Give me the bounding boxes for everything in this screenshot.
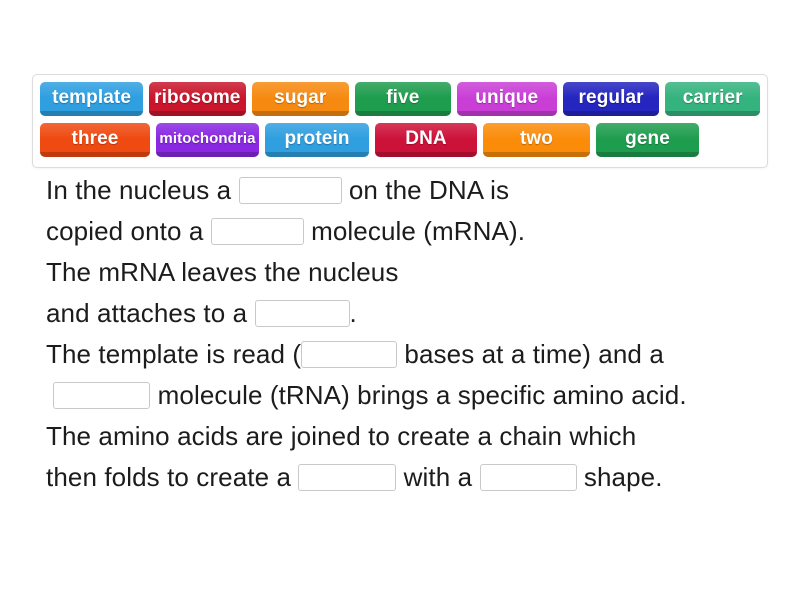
word-tile-unique[interactable]: unique — [456, 82, 557, 116]
word-tile-protein[interactable]: protein — [265, 123, 369, 157]
sentence-text: and attaches to a — [46, 298, 255, 328]
sentence-text: with a — [396, 462, 480, 492]
word-tile-label: mitochondria — [159, 130, 256, 147]
sentence-text: The amino acids are joined to create a c… — [46, 421, 637, 451]
word-bank-row: three mitochondria protein DNA two gene — [37, 120, 763, 161]
sentence-text: molecule (tRNA) brings a specific amino … — [150, 380, 687, 410]
word-tile-label: three — [71, 127, 119, 149]
word-tile-label: ribosome — [154, 86, 241, 108]
sentence-text — [46, 375, 53, 416]
word-tile-label: DNA — [405, 127, 447, 149]
drop-zone-5[interactable] — [53, 382, 151, 409]
word-tile-label: gene — [625, 127, 670, 149]
word-tile-label: protein — [284, 127, 350, 149]
sentence-text: on the DNA is — [341, 175, 510, 205]
word-bank: template ribosome sugar five unique regular ca… — [32, 74, 768, 168]
drop-zone-3[interactable] — [254, 300, 350, 327]
word-bank-row: template ribosome sugar five unique regular ca… — [37, 79, 763, 120]
word-tile-dna[interactable]: DNA — [375, 123, 477, 157]
word-tile-label: sugar — [274, 86, 327, 108]
sentence-text: . — [349, 298, 357, 328]
word-tile-label: five — [386, 86, 420, 108]
drop-zone-7[interactable] — [479, 464, 577, 491]
word-tile-sugar[interactable]: sugar — [251, 82, 350, 116]
sentence-line: In the nucleus a on the DNA is — [46, 170, 786, 211]
drop-zone-4[interactable] — [301, 341, 398, 368]
word-tile-label: regular — [578, 86, 644, 108]
sentence-text: shape. — [576, 462, 663, 492]
word-tile-ribosome[interactable]: ribosome — [149, 82, 246, 116]
word-tile-gene[interactable]: gene — [596, 123, 699, 157]
word-tile-five[interactable]: five — [355, 82, 451, 116]
sentence-line: then folds to create a with a shape. — [46, 457, 786, 498]
sentence-text: copied onto a — [46, 216, 211, 246]
word-tile-mitochondria[interactable]: mitochondria — [156, 123, 259, 157]
word-tile-label: template — [52, 86, 131, 108]
word-tile-label: carrier — [682, 86, 743, 108]
sentence-text: In the nucleus a — [46, 175, 239, 205]
word-tile-two[interactable]: two — [483, 123, 590, 157]
word-tile-template[interactable]: template — [40, 82, 144, 116]
word-tile-carrier[interactable]: carrier — [665, 82, 761, 116]
sentence-text: The template is read ( — [46, 339, 302, 369]
sentence-line: The amino acids are joined to create a c… — [46, 416, 786, 457]
sentence-line: copied onto a molecule (mRNA). — [46, 211, 786, 252]
word-tile-label: unique — [475, 86, 539, 108]
drop-zone-2[interactable] — [210, 218, 304, 245]
sentence-text: molecule (mRNA). — [303, 216, 526, 246]
sentence-text: bases at a time) and a — [397, 339, 664, 369]
drop-zone-6[interactable] — [298, 464, 397, 491]
sentence-line: The template is read ( bases at a time) … — [46, 334, 786, 375]
sentence-text: The mRNA leaves the nucleus — [46, 257, 399, 287]
word-tile-label: two — [519, 127, 553, 149]
word-tile-three[interactable]: three — [40, 123, 150, 157]
sentence-line: and attaches to a . — [46, 293, 786, 334]
word-tile-regular[interactable]: regular — [562, 82, 660, 116]
sentence-line: molecule (tRNA) brings a specific amino … — [46, 375, 786, 416]
drop-zone-1[interactable] — [238, 177, 342, 204]
sentence-line: The mRNA leaves the nucleus — [46, 252, 786, 293]
sentence-text: then folds to create a — [46, 462, 299, 492]
